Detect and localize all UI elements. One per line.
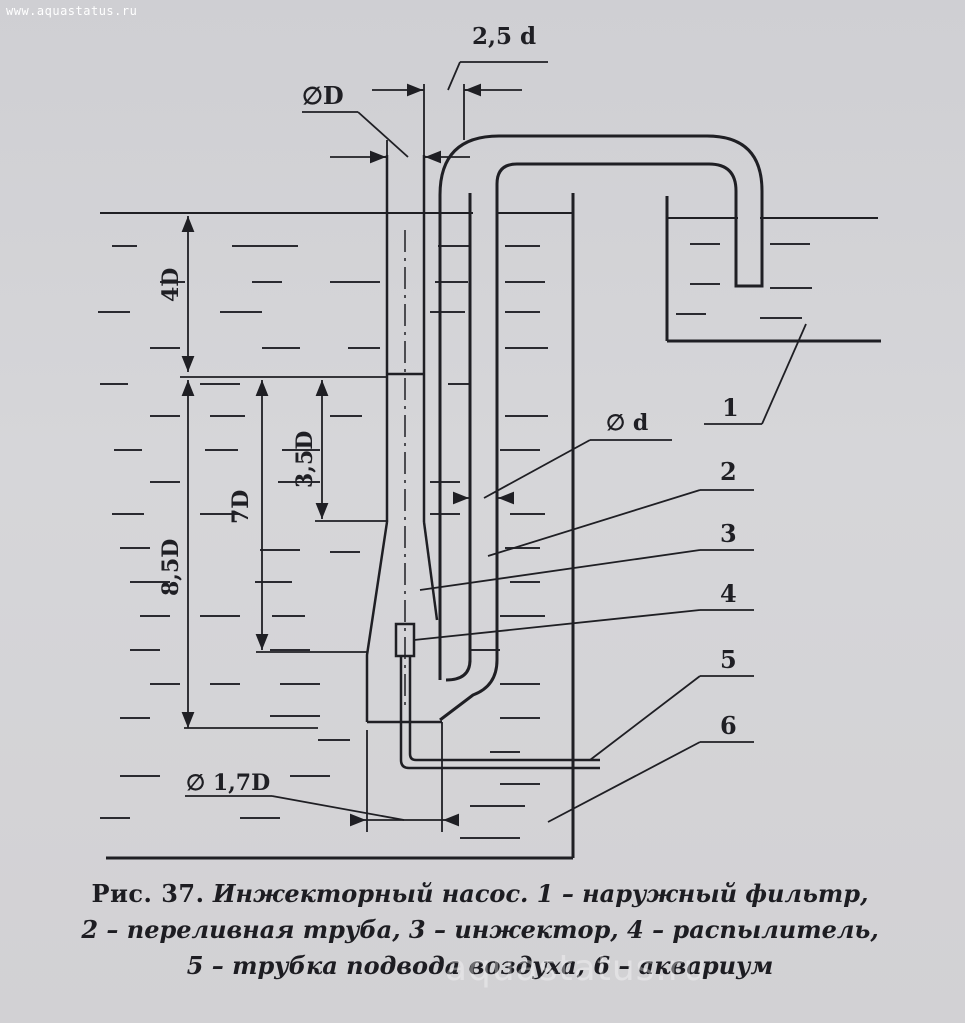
callout-1: 1 (722, 393, 739, 422)
callout-leaders (413, 323, 807, 823)
label-spacing: 2,5 d (472, 23, 536, 50)
label-height-7d: 7D (228, 490, 254, 524)
water-surface (100, 212, 878, 219)
label-height-35d: 3,5D (292, 431, 318, 488)
callout-5: 5 (720, 645, 737, 674)
external-filter (665, 196, 881, 343)
figure-caption: Рис. 37. Инжекторный насос. 1 – наружный… (40, 876, 920, 984)
caption-line-3: 5 – трубка подвода воздуха, 6 – аквариум (186, 951, 774, 980)
site-watermark: www.aquastatus.ru (6, 4, 138, 18)
aquarium (106, 193, 575, 860)
figure-number: Рис. 37. (91, 879, 205, 908)
overflow-pipe (438, 134, 764, 722)
caption-text-1: Инжекторный насос. 1 – наружный фильтр, (212, 879, 869, 908)
label-height-85d: 8,5D (158, 539, 184, 596)
label-cone-diameter: ∅ 1,7D (186, 770, 270, 796)
caption-line-2: 2 – переливная труба, 3 – инжектор, 4 – … (81, 915, 879, 944)
label-pipe-inner-diameter: ∅ d (606, 410, 648, 436)
filter-water-dashes (676, 243, 812, 319)
air-tube (399, 656, 600, 770)
label-depth-4d: 4D (158, 268, 184, 302)
caption-line-1: Рис. 37. Инжекторный насос. 1 – наружный… (40, 876, 920, 912)
callout-3: 3 (720, 519, 737, 548)
callout-2: 2 (720, 457, 737, 486)
water-dashes (98, 245, 548, 839)
dimension-lines (180, 61, 672, 832)
label-pipe-outer-diameter: ∅D (302, 81, 344, 110)
injector (365, 155, 442, 724)
callout-4: 4 (720, 579, 737, 608)
site-watermark-faint: aquastatus.ru (445, 948, 708, 989)
callout-6: 6 (720, 711, 737, 740)
